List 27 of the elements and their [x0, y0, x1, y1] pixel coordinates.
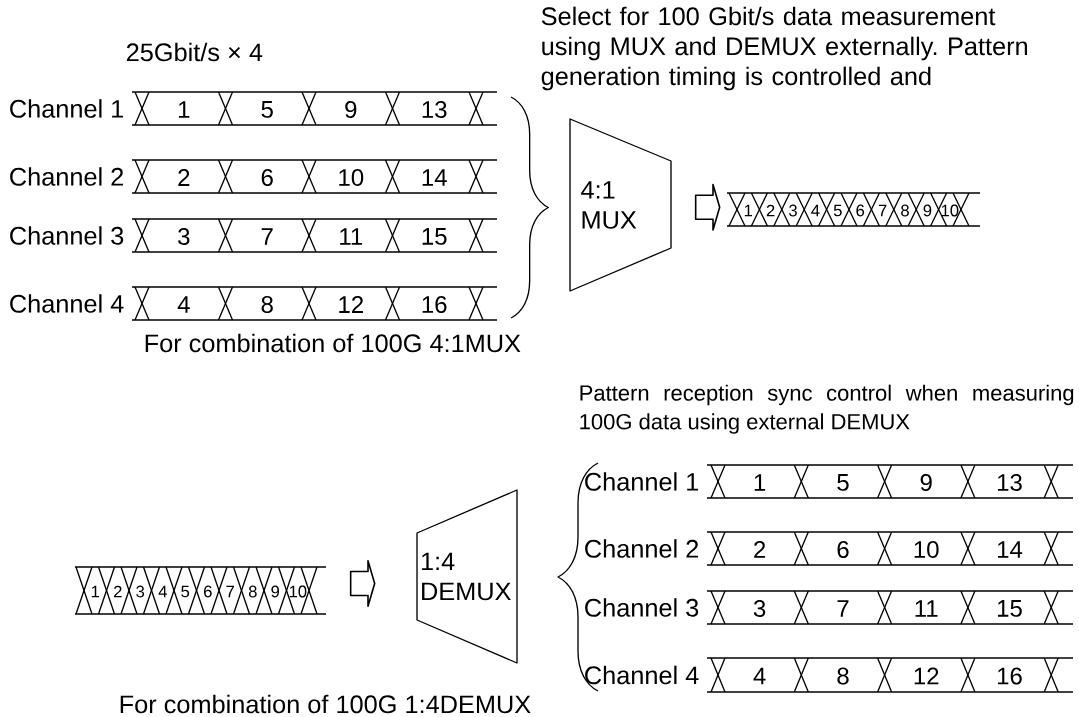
channel-label: Channel 2	[10, 167, 123, 186]
data-stream: 4 8 12 16	[706, 657, 1074, 693]
trapezoid-block: 4:1 MUX	[569, 118, 672, 292]
channel-label: Channel 3	[10, 226, 124, 245]
data-stream: 1 5 9 13	[131, 91, 498, 126]
data-stream: 1 2 3 4 5 6 7 8 9 10	[726, 192, 981, 227]
note-text: Pattern reception sync control when measuring 100G data using external DEMUX	[580, 384, 1074, 434]
note-text: Select for 100 Gbit/s data measurement using MUX and DEMUX externally. Pattern generation timing is controlled and	[541, 6, 1028, 91]
channel-label: Channel 3	[585, 598, 699, 617]
caption-text: For combination of 100G 4:1MUX	[145, 333, 521, 353]
data-stream: 4 8 12 16	[131, 286, 498, 321]
data-stream: 1 2 3 4 5 6 7 8 9 10	[74, 566, 327, 615]
channel-label: Channel 1	[585, 472, 699, 491]
data-stream: 2 6 10 14	[706, 531, 1074, 566]
data-stream: 3 7 11 15	[706, 590, 1074, 625]
block-arrow	[349, 560, 376, 607]
channel-label: Channel 4	[585, 665, 699, 685]
data-stream: 1 5 9 13	[706, 464, 1074, 499]
data-stream: 3 7 11 15	[131, 218, 498, 253]
channel-label: Channel 2	[585, 539, 698, 558]
trapezoid-block: 1:4 DEMUX	[416, 489, 518, 664]
data-stream: 2 6 10 14	[131, 159, 498, 194]
caption-text: 25Gbit/s × 4	[126, 42, 263, 62]
block-arrow	[694, 183, 721, 231]
channel-label: Channel 1	[10, 99, 124, 118]
channel-label: Channel 4	[10, 294, 124, 313]
caption-text: For combination of 100G 1:4DEMUX	[120, 694, 531, 714]
